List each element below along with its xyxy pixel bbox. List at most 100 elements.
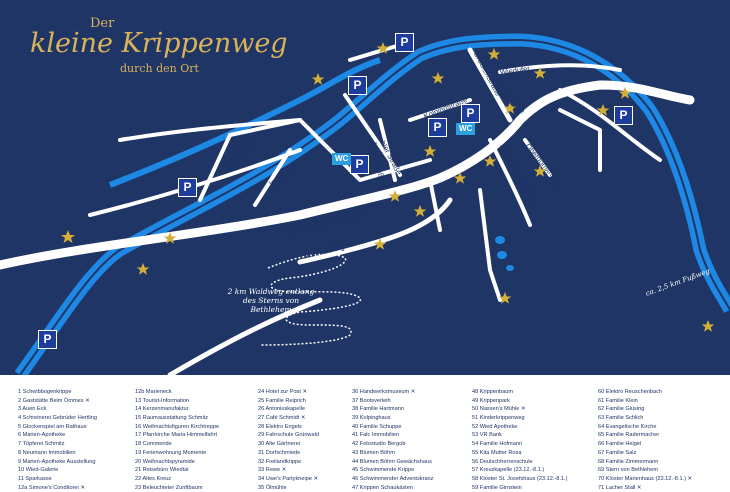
legend-item: 45 Schwimmende Krippe bbox=[352, 467, 415, 474]
legend-item: 46 Schwimmender Adventskranz bbox=[352, 475, 434, 482]
legend-item: 40 Familie Schuppe bbox=[352, 423, 402, 430]
star-19 bbox=[423, 145, 437, 157]
legend-item: 20 Weihnachtspyramide bbox=[135, 458, 195, 465]
legend-item: 71 Lacher Stall ✕ bbox=[598, 484, 642, 491]
star-17 bbox=[533, 165, 547, 177]
legend-item: 65 Familie Radermacher bbox=[598, 432, 660, 439]
waldweg-trail bbox=[259, 253, 361, 346]
legend-item: 58 Kloster St. Josefshaus (23.12.-8.1.) bbox=[472, 475, 568, 482]
road-east bbox=[558, 88, 662, 162]
legend-item: 31 Dorfschmiede bbox=[258, 449, 301, 456]
parking-icon: P bbox=[461, 104, 480, 123]
legend-column: 1 Schwibbogenkrippe 2 Gaststätte Beim Öm… bbox=[18, 388, 97, 492]
star-3 bbox=[163, 232, 177, 244]
title-main: kleine Krippenweg bbox=[30, 28, 288, 59]
legend-item: 2 Gaststätte Beim Ömmes ✕ bbox=[18, 397, 90, 404]
legend-item: 53 VR Bank bbox=[472, 432, 502, 439]
star-5 bbox=[376, 42, 390, 54]
road-center-1 bbox=[298, 118, 432, 182]
legend-item: 56 Deutschherrenschule bbox=[472, 458, 533, 465]
star-18 bbox=[388, 190, 402, 202]
legend-column: 12b Marieneck 13 Tourist-Information 14 … bbox=[135, 388, 219, 492]
road-dead-end bbox=[428, 178, 442, 232]
wc-icon: WC bbox=[332, 153, 352, 165]
legend-item: 60 Elektro Reuschenbach bbox=[598, 389, 663, 395]
legend-item: 55 Kita Mutter Rosa bbox=[472, 449, 522, 456]
legend-item: 68 Familie Zimmermann bbox=[598, 458, 659, 465]
legend-item: 69 Stern von Bethlehem bbox=[598, 467, 659, 474]
legend-item: 52 Wied Apotheke bbox=[472, 423, 518, 430]
legend-item: 51 Kinderkrippenweg bbox=[472, 415, 525, 422]
legend-item: 15 Raumausstattung Schmitz bbox=[135, 415, 209, 422]
star-4 bbox=[311, 73, 325, 85]
legend-item: 5 Glockenspiel am Rathaus bbox=[18, 423, 87, 430]
legend-item: 9 Marien-Apotheke Ausstellung bbox=[18, 458, 96, 465]
parking-icon: P bbox=[348, 76, 367, 95]
legend-item: 54 Familie Hofmann bbox=[472, 441, 523, 448]
legend-item: 28 Elektro Engels bbox=[258, 423, 302, 430]
legend-item: 27 Café Schmidt ✕ bbox=[258, 415, 306, 422]
star-12 bbox=[453, 172, 467, 184]
legend-item: 24 Hotel zur Post ✕ bbox=[258, 389, 308, 395]
parking-icon: P bbox=[395, 33, 414, 52]
legend-item: 7 Töpferei Schmitz bbox=[18, 441, 65, 448]
legend-item: 36 Handwerksmuseum ✕ bbox=[352, 389, 416, 395]
legend-item: 50 Nassen's Mühle ✕ bbox=[472, 406, 526, 413]
title-line2: durch den Ort bbox=[120, 62, 199, 75]
legend-item: 16 Weihnachtsfiguren Kirchtreppe bbox=[135, 423, 220, 430]
star-6 bbox=[431, 72, 445, 84]
parking-icon: P bbox=[38, 330, 57, 349]
legend-item: 6 Marien-Apotheke bbox=[18, 432, 66, 439]
map: Der kleine Krippenweg durch den Ort John… bbox=[0, 0, 730, 375]
star-7 bbox=[487, 48, 501, 60]
legend-item: 47 Krippen Schaukästen bbox=[352, 484, 413, 491]
parking-icon: P bbox=[178, 178, 197, 197]
legend-item: 64 Evangelische Kirche bbox=[598, 423, 657, 430]
parking-icon: P bbox=[350, 155, 369, 174]
legend-item: 10 Wied-Galerie bbox=[18, 467, 59, 474]
star-20 bbox=[503, 102, 517, 114]
map-graphics bbox=[0, 33, 730, 375]
road-west-top bbox=[118, 118, 302, 142]
legend-column: 48 Krippenbaum 49 Krippenpark 50 Nassen'… bbox=[472, 388, 567, 492]
legend-item: 43 Blumen Böhm bbox=[352, 449, 395, 456]
legend-item: 12a Simone's Conditorei ✕ bbox=[18, 484, 86, 491]
legend-item: 62 Familie Glüsing bbox=[598, 406, 645, 413]
legend-item: 49 Krippenpark bbox=[472, 397, 510, 404]
star-9 bbox=[618, 87, 632, 99]
legend-item: 63 Familie Schlich bbox=[598, 415, 644, 422]
legend-item: 18 Commende bbox=[135, 441, 172, 448]
wc-icon: WC bbox=[456, 123, 476, 135]
legend-item: 23 Beleuchteter Zunftbaum bbox=[135, 484, 203, 491]
road-oberdorf bbox=[523, 138, 552, 177]
pond-3 bbox=[506, 265, 514, 271]
legend: 1 Schwibbogenkrippe 2 Gaststätte Beim Öm… bbox=[0, 377, 730, 491]
road-neuwieder-strasse bbox=[0, 80, 695, 270]
legend-item: 1 Schwibbogenkrippe bbox=[18, 389, 72, 395]
legend-item: 44 Blumen Böhm Gewächshaus bbox=[352, 458, 432, 465]
road-east-2 bbox=[558, 108, 602, 172]
pond-2 bbox=[497, 251, 507, 259]
legend-item: 33 Rewe ✕ bbox=[258, 467, 287, 474]
star-14 bbox=[373, 238, 387, 250]
legend-item: 3 Auen Eck bbox=[18, 406, 47, 413]
star-10 bbox=[596, 104, 610, 116]
legend-column: 60 Elektro Reuschenbach 61 Familie Klein… bbox=[598, 388, 692, 492]
waldweg-note: 2 km Waldweg entlang des Sterns von Beth… bbox=[227, 287, 315, 314]
legend-item: 4 Schreinerei Gebrüder Hertling bbox=[18, 415, 97, 422]
star-1 bbox=[61, 230, 75, 243]
star-13 bbox=[413, 205, 427, 217]
star-11 bbox=[483, 155, 497, 167]
star-2 bbox=[136, 263, 150, 275]
legend-item: 30 Alte Gärtnerei bbox=[258, 441, 300, 448]
road-north-1 bbox=[348, 43, 402, 62]
road-south-east bbox=[478, 188, 502, 302]
legend-column: 36 Handwerksmuseum ✕ 37 Bootsverleih 38 … bbox=[352, 388, 433, 492]
road-deutschherren bbox=[488, 138, 532, 227]
legend-item: 29 Fahrschule Grünwald bbox=[258, 432, 319, 439]
legend-item: 14 Kerzenmanufaktur bbox=[135, 406, 189, 413]
legend-item: 11 Sparkasse bbox=[18, 475, 52, 482]
legend-item: 12b Marieneck bbox=[135, 389, 172, 395]
star-8 bbox=[533, 67, 547, 79]
star-15 bbox=[498, 292, 512, 304]
